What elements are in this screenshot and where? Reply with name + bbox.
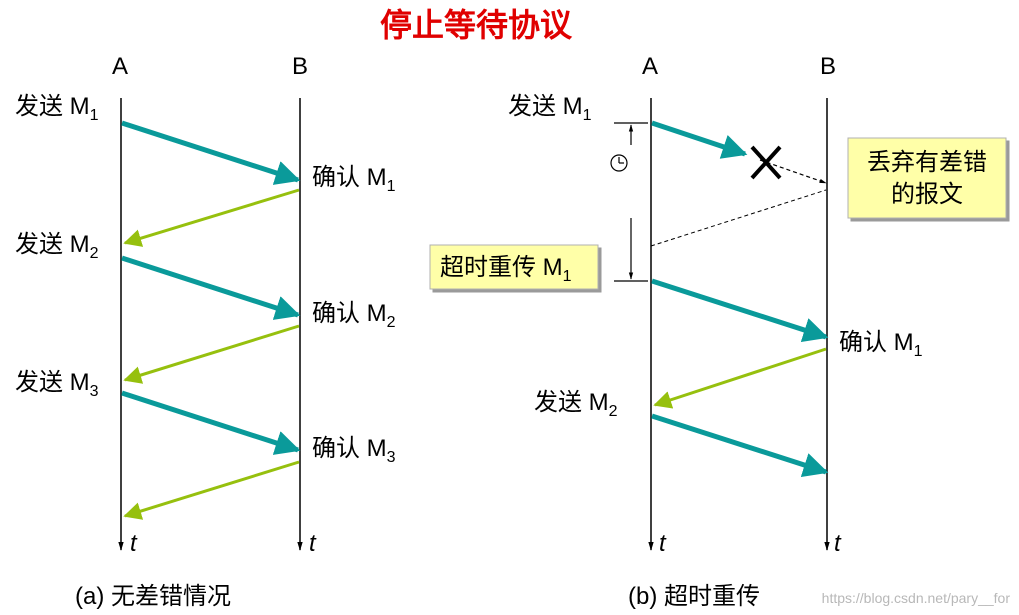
- discard-note-line2: 的报文: [891, 181, 963, 208]
- time-label-b: t: [309, 530, 317, 557]
- error-cross-icon: [750, 145, 782, 180]
- time-label-a: t: [130, 530, 138, 557]
- ack-m3-arrow: [123, 460, 300, 520]
- caption-a: (a) 无差错情况: [75, 583, 231, 610]
- page-title: 停止等待协议: [380, 6, 573, 44]
- timeout-note-label: 超时重传 M1: [440, 254, 572, 285]
- watermark: https://blog.csdn.net/pary__for: [822, 590, 1011, 606]
- ack-m1-label: 确认 M1: [312, 164, 396, 195]
- ack-m1-arrow: [123, 188, 300, 247]
- timeout-note: 超时重传 M1: [429, 244, 599, 290]
- discard-note-line1: 丢弃有差错: [867, 149, 987, 176]
- clock-icon: [610, 154, 628, 172]
- send-m3-label: 发送 M3: [15, 369, 99, 400]
- send-m2-arrow: [651, 413, 829, 478]
- send-m1-label: 发送 M1: [508, 93, 592, 124]
- ack-m1-arrow: [653, 347, 827, 409]
- host-b-label: B: [820, 53, 836, 80]
- send-m2-label: 发送 M2: [534, 389, 618, 420]
- send-m3-arrow: [121, 390, 301, 455]
- host-a-label: A: [112, 53, 128, 80]
- timer-bracket: [614, 122, 648, 282]
- send-m2-label: 发送 M2: [15, 231, 99, 262]
- ack-m2-arrow: [123, 324, 300, 384]
- host-a-label: A: [642, 53, 658, 80]
- time-label-b: t: [834, 530, 842, 557]
- panel-b-timeout: A B t t 丢弃有差错 的报文: [429, 53, 1007, 610]
- send-m2-arrow: [121, 255, 301, 320]
- send-m1-arrow: [121, 120, 301, 185]
- ack-m3-label: 确认 M3: [312, 435, 396, 466]
- timeout-dashed-line: [650, 189, 827, 247]
- host-b-label: B: [292, 53, 308, 80]
- ack-m1-label: 确认 M1: [839, 329, 923, 360]
- ack-m2-label: 确认 M2: [312, 300, 396, 331]
- discard-note: 丢弃有差错 的报文: [847, 137, 1007, 219]
- send-m1-arrow: [651, 120, 748, 159]
- send-m1-label: 发送 M1: [15, 93, 99, 124]
- lost-path-dashed: [759, 159, 827, 184]
- caption-b: (b) 超时重传: [628, 583, 760, 610]
- resend-m1-arrow: [651, 278, 829, 343]
- panel-a-no-error: A B t t 发送 M1 确认 M1 发送 M2 确认 M2 发送 M3 确认…: [15, 53, 396, 610]
- time-label-a: t: [659, 530, 667, 557]
